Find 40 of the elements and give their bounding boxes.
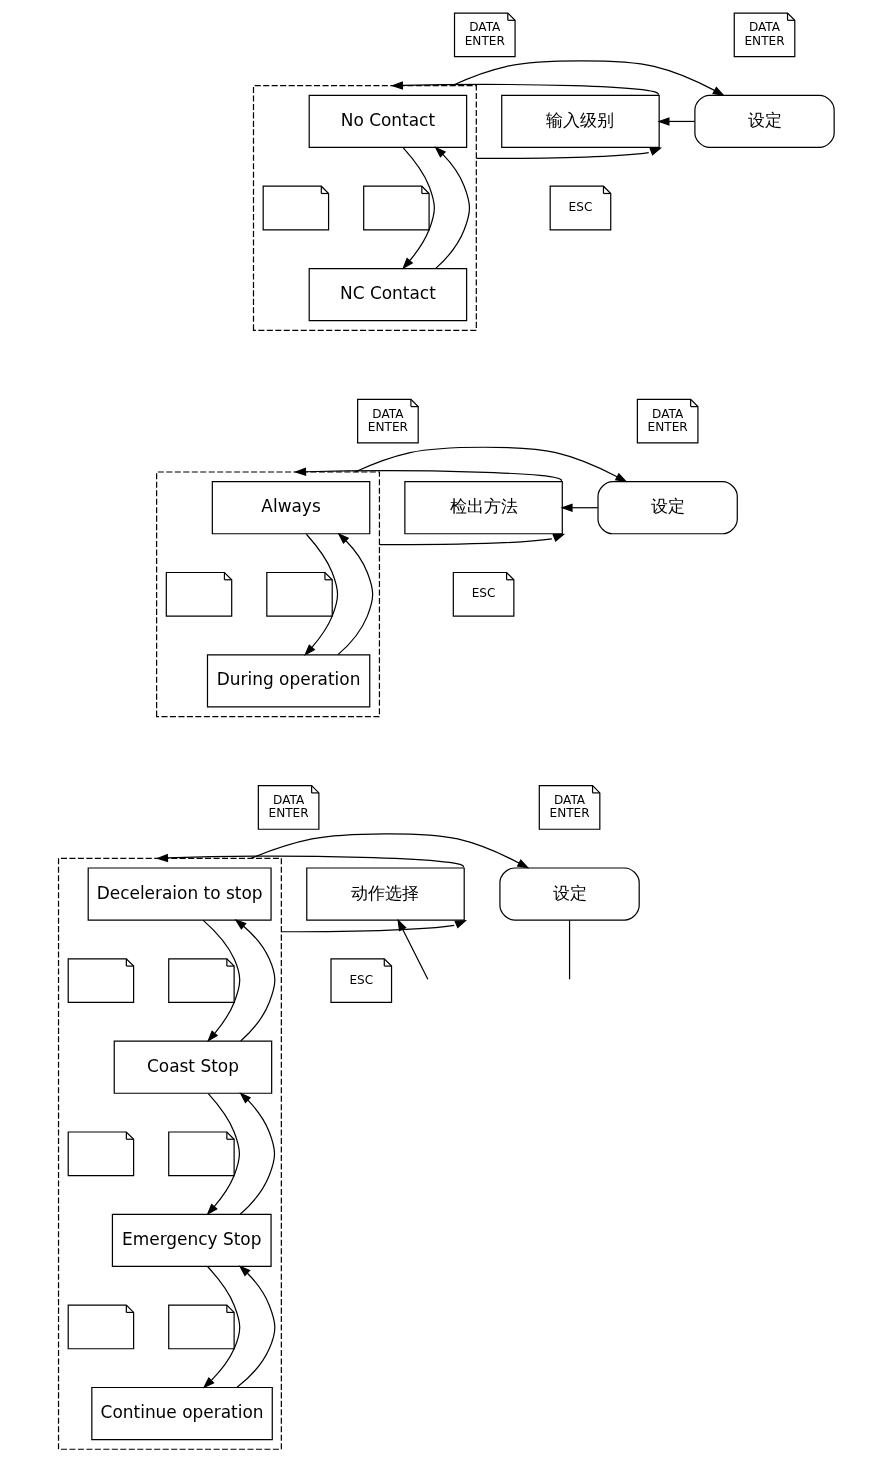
arrow	[239, 1092, 276, 1215]
cluster	[57, 857, 282, 1450]
node-box: Always	[211, 481, 371, 535]
arrow	[234, 918, 276, 1042]
arrow	[397, 918, 429, 980]
arrow	[155, 853, 464, 868]
node-box: Emergency Stop	[111, 1213, 272, 1267]
node-box: 设定	[499, 867, 640, 921]
arrow	[390, 81, 659, 96]
arrow	[657, 117, 696, 126]
node-box: 输入级别	[501, 94, 660, 149]
node-box: NC Contact	[308, 267, 468, 322]
arrow	[402, 147, 435, 270]
node-box: Continue operation	[91, 1386, 273, 1441]
node-box: No Contact	[308, 94, 468, 149]
node-box: 动作选择	[306, 867, 465, 921]
arrow	[378, 533, 566, 546]
node-box: 设定	[694, 94, 835, 149]
node-box: Coast Stop	[113, 1040, 273, 1094]
arrow	[354, 446, 628, 483]
arrow	[560, 503, 599, 512]
arrow	[250, 833, 530, 869]
arrow	[451, 60, 725, 96]
arrow	[294, 467, 562, 482]
arrow	[337, 532, 374, 656]
arrow	[206, 1093, 241, 1216]
node-box: 设定	[597, 481, 738, 535]
arrow	[202, 1266, 241, 1389]
cluster	[156, 471, 381, 718]
arrow	[236, 1265, 276, 1388]
cluster	[252, 85, 477, 331]
arrow	[280, 919, 468, 933]
connector	[568, 919, 571, 980]
node-box: During operation	[206, 654, 371, 708]
arrow	[475, 147, 663, 159]
arrow	[434, 146, 471, 269]
node-box: Deceleraion to stop	[87, 867, 272, 921]
node-box: 检出方法	[404, 481, 563, 535]
arrow	[304, 533, 339, 656]
arrow	[202, 919, 241, 1043]
